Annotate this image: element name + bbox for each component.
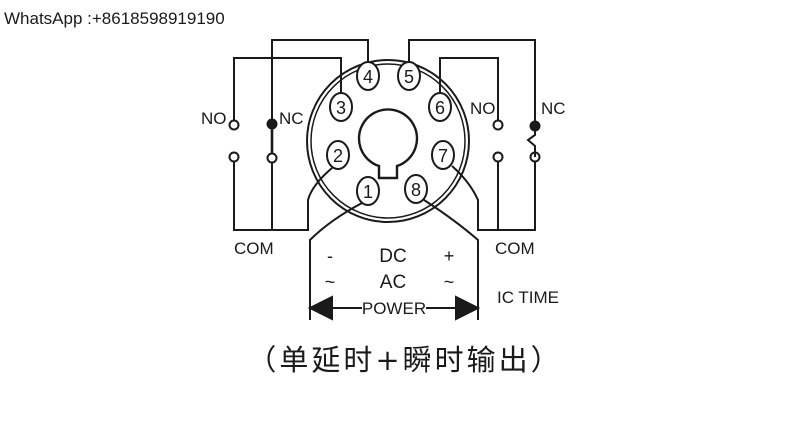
label-no-left: NO — [201, 109, 227, 128]
wiring-lines — [233, 39, 536, 296]
pin-2-label: 2 — [333, 146, 343, 166]
contact-right-nc — [526, 120, 541, 163]
pin-3-label: 3 — [336, 98, 346, 118]
label-ac-tilde-left: ~ — [325, 272, 336, 292]
pin-4-label: 4 — [363, 67, 373, 87]
label-dc-minus: - — [327, 246, 333, 266]
pin-6-label: 6 — [435, 98, 445, 118]
label-no-right: NO — [470, 99, 496, 118]
label-dc-plus: + — [444, 246, 455, 266]
pin-5-label: 5 — [404, 67, 414, 87]
label-ac-tilde-right: ~ — [444, 272, 455, 292]
socket-body — [306, 59, 470, 223]
contact-left-no — [228, 119, 240, 163]
pin-3: 3 — [329, 92, 353, 122]
pin-1-label: 1 — [363, 182, 373, 202]
pin-8: 8 — [404, 174, 428, 204]
watermark-text: WhatsApp :+8618598919190 — [4, 9, 225, 28]
pin-5: 5 — [397, 61, 421, 91]
label-ac: AC — [380, 272, 406, 293]
pin-8-label: 8 — [411, 180, 421, 200]
label-com-left: COM — [234, 239, 274, 258]
label-nc-right: NC — [541, 99, 566, 118]
pin-1: 1 — [356, 176, 380, 206]
label-ic-time: IC TIME — [497, 288, 559, 307]
pin-7: 7 — [431, 140, 455, 170]
contact-right-no — [492, 119, 504, 163]
pin-2: 2 — [326, 140, 350, 170]
contact-left-nc — [266, 118, 278, 164]
pin-4: 4 — [356, 61, 380, 91]
label-com-right: COM — [495, 239, 535, 258]
pin-6: 6 — [428, 92, 452, 122]
label-nc-left: NC — [279, 109, 304, 128]
label-power: POWER — [362, 299, 426, 318]
label-dc: DC — [379, 246, 406, 267]
power-arrow — [307, 295, 481, 321]
caption-text: （单延时+瞬时输出） — [247, 343, 562, 377]
pin-7-label: 7 — [438, 146, 448, 166]
